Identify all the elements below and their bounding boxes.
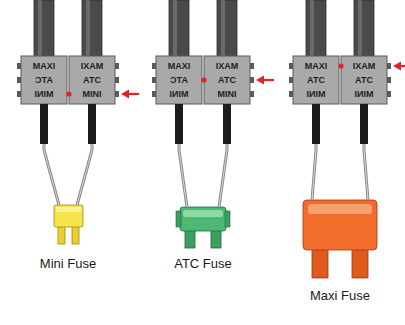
pointer-arrowhead <box>393 62 401 71</box>
fuse-size-label: ATC <box>208 73 246 87</box>
grip-bump <box>387 77 391 83</box>
fuse-size-label: MINI <box>73 87 111 101</box>
fuse-size-label: MAXI <box>73 59 111 73</box>
grip-bump <box>17 91 21 97</box>
pointer-arrowhead <box>121 90 129 99</box>
probe-needle <box>44 144 59 205</box>
grip-bump <box>250 91 254 97</box>
probe-head: MAXIATCMINI <box>341 56 387 104</box>
probe-cable <box>34 0 54 58</box>
selector-dot <box>338 63 343 68</box>
grip-bump <box>289 63 293 69</box>
probe-head: MAXIATCMINI <box>21 56 67 104</box>
fuse-size-label: ATC <box>25 73 63 87</box>
grip-bump <box>17 63 21 69</box>
needle-highlight <box>364 144 368 200</box>
probe-head-body <box>293 56 339 104</box>
atc-fuse <box>176 207 230 248</box>
probe-head: MAXIATCMINI <box>204 56 250 104</box>
grip-bump <box>115 63 119 69</box>
pointer-arrow <box>263 79 274 81</box>
cable-highlight <box>221 0 225 56</box>
fuse-size-label: MAXI <box>297 59 335 73</box>
grip-bump <box>115 77 119 83</box>
probe-stem <box>223 104 231 144</box>
fuse-caption: Mini Fuse <box>40 256 96 271</box>
cable-highlight <box>358 0 362 56</box>
fuse-size-label: MINI <box>25 87 63 101</box>
probe-cable <box>169 0 189 58</box>
pointer-arrow <box>128 93 139 95</box>
grip-bump <box>289 91 293 97</box>
grip-bump <box>250 63 254 69</box>
fuse-size-label: MAXI <box>345 59 383 73</box>
probe-cable <box>306 0 326 58</box>
probe-head-body <box>341 56 387 104</box>
grip-bump <box>250 77 254 83</box>
maxi-fuse <box>303 200 377 278</box>
cable-highlight <box>173 0 177 56</box>
probe-needle <box>77 144 92 205</box>
probe-stem <box>312 104 320 144</box>
fuse-size-label: MAXI <box>25 59 63 73</box>
fuse-caption: Maxi Fuse <box>310 288 370 303</box>
probe-head-body <box>69 56 115 104</box>
cable-highlight <box>38 0 42 56</box>
selector-dot <box>66 91 71 96</box>
probe-needle <box>179 144 187 207</box>
probe-stem <box>360 104 368 144</box>
fuse-size-label: ATC <box>73 73 111 87</box>
grip-bump <box>387 91 391 97</box>
needle-highlight <box>312 144 316 200</box>
grip-bump <box>152 63 156 69</box>
grip-bump <box>17 77 21 83</box>
needle-highlight <box>44 144 59 205</box>
fuse-size-label: ATC <box>160 73 198 87</box>
grip-bump <box>387 63 391 69</box>
cable-highlight <box>86 0 90 56</box>
fuse-size-label: MINI <box>345 87 383 101</box>
mini-fuse <box>54 205 83 244</box>
fuse-size-label: ATC <box>345 73 383 87</box>
needle-highlight <box>179 144 187 207</box>
needle-highlight <box>219 144 227 207</box>
grip-bump <box>152 77 156 83</box>
fuse-size-label: MINI <box>208 87 246 101</box>
fuse-size-label: MINI <box>160 87 198 101</box>
fuse-size-label: ATC <box>297 73 335 87</box>
probe-head-body <box>156 56 202 104</box>
probe-needle <box>219 144 227 207</box>
needle-highlight <box>77 144 92 205</box>
grip-bump <box>289 77 293 83</box>
probe-cable <box>354 0 374 58</box>
probe-head: MAXIATCMINI <box>293 56 339 104</box>
probe-head-body <box>204 56 250 104</box>
cable-highlight <box>310 0 314 56</box>
probe-cable <box>217 0 237 58</box>
probe-head-body <box>21 56 67 104</box>
probe-stem <box>175 104 183 144</box>
probe-head: MAXIATCMINI <box>156 56 202 104</box>
fuse-size-label: MAXI <box>208 59 246 73</box>
grip-bump <box>115 91 119 97</box>
fuse-size-label: MINI <box>297 87 335 101</box>
probe-needle <box>364 144 368 200</box>
fuse-caption: ATC Fuse <box>174 256 232 271</box>
pointer-arrowhead <box>256 76 264 85</box>
fuse-size-label: MAXI <box>160 59 198 73</box>
probe-stem <box>40 104 48 144</box>
selector-dot <box>201 77 206 82</box>
probe-head: MAXIATCMINI <box>69 56 115 104</box>
probe-needle <box>312 144 316 200</box>
grip-bump <box>152 91 156 97</box>
probe-stem <box>88 104 96 144</box>
probe-cable <box>82 0 102 58</box>
